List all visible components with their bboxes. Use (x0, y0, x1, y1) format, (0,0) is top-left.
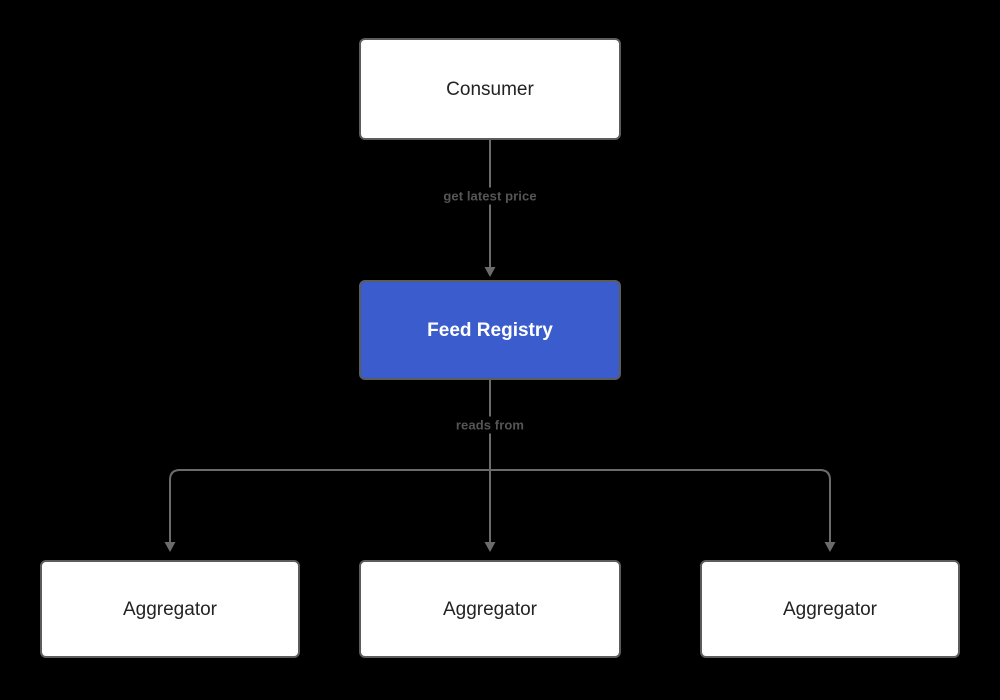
node-aggregator-3-label: Aggregator (782, 598, 877, 620)
edge-feed-registry-to-aggregator-1 (164, 469, 490, 552)
edge-label-get-latest-price-text: get latest price (443, 188, 537, 204)
edge-label-get-latest-price: get latest price (438, 187, 542, 205)
node-aggregator-1[interactable]: Aggregator (40, 560, 300, 658)
node-aggregator-3[interactable]: Aggregator (700, 560, 960, 658)
node-aggregator-2[interactable]: Aggregator (359, 560, 621, 658)
node-consumer[interactable]: Consumer (359, 38, 621, 140)
edge-label-reads-from-text: reads from (455, 417, 525, 433)
node-aggregator-2-label: Aggregator (442, 598, 537, 620)
node-consumer-label: Consumer (446, 78, 534, 100)
node-feed-registry[interactable]: Feed Registry (359, 280, 621, 380)
node-feed-registry-label: Feed Registry (427, 319, 553, 341)
edge-label-reads-from: reads from (450, 416, 530, 434)
edge-feed-registry-to-aggregator-3 (490, 469, 836, 552)
node-aggregator-1-label: Aggregator (122, 598, 217, 620)
